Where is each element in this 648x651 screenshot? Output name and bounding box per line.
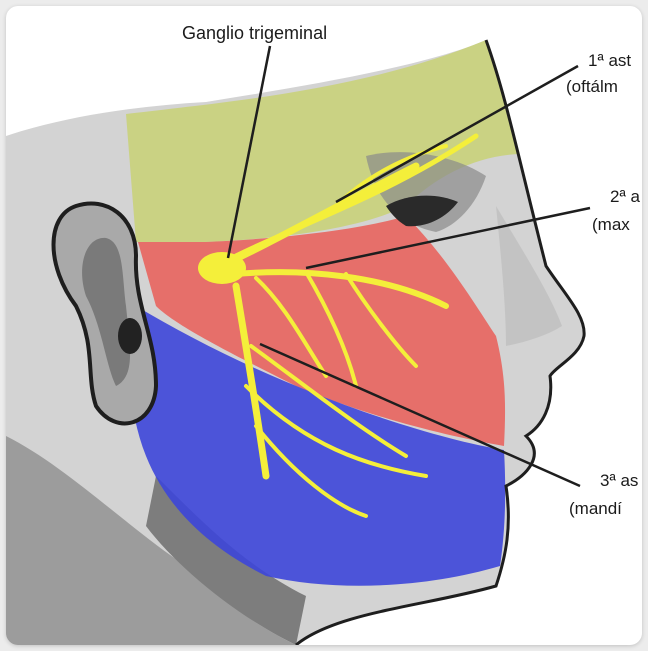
trigeminal-face-diagram <box>6 6 642 645</box>
branch2-sublabel: (max <box>592 214 630 236</box>
ear-canal <box>118 318 142 354</box>
branch3-sublabel: (mandí <box>569 498 622 520</box>
branch3-label: 3ª as <box>600 470 638 492</box>
branch2-label: 2ª a <box>610 186 640 208</box>
branch1-label: 1ª ast <box>588 50 631 72</box>
branch1-sublabel: (oftálm <box>566 76 618 98</box>
ganglion-label: Ganglio trigeminal <box>182 22 327 44</box>
image-card: Ganglio trigeminal 1ª ast (oftálm 2ª a (… <box>6 6 642 645</box>
trigeminal-ganglion <box>198 252 246 284</box>
